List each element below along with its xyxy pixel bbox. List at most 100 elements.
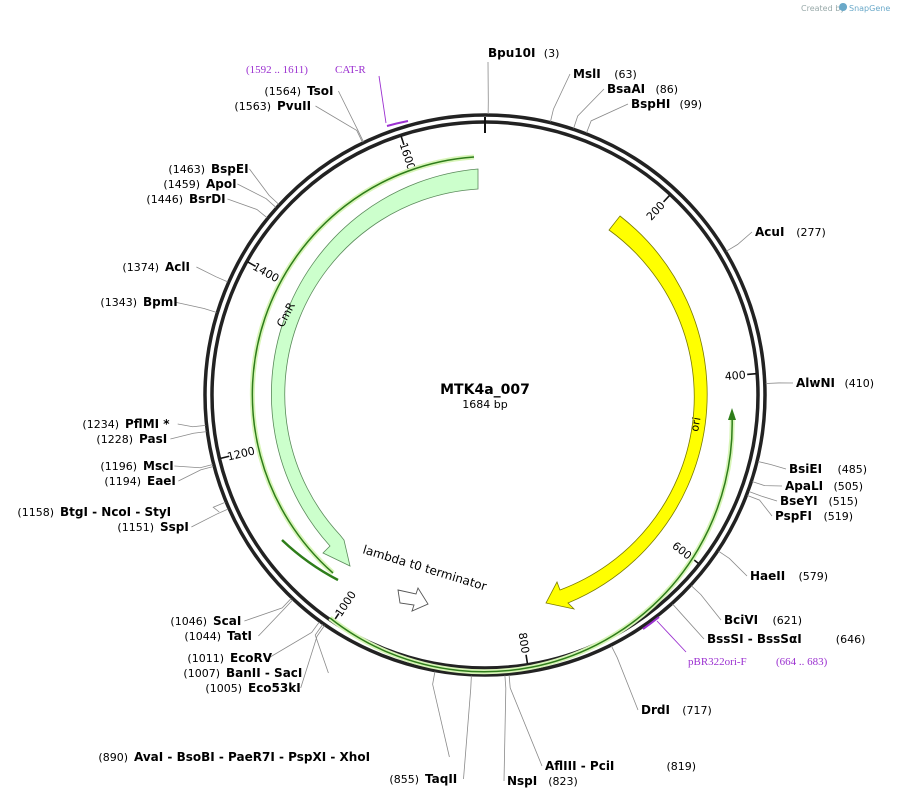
restriction-site[interactable]: AflIII - PciI(819) [508, 674, 697, 773]
site-leader-line [315, 105, 363, 143]
site-leader-line [174, 464, 213, 469]
restriction-site[interactable]: DrdI(717) [610, 645, 712, 717]
site-leader-line [586, 103, 629, 134]
enzyme-position: (717) [682, 704, 712, 717]
site-leader-line [268, 621, 320, 659]
enzyme-position: (410) [845, 377, 875, 390]
enzyme-position: (99) [680, 98, 703, 111]
enzyme-position: (1563) [234, 100, 271, 113]
restriction-site[interactable]: (1046) ScaI [170, 598, 292, 628]
enzyme-name: MscI [143, 459, 174, 473]
enzyme-position: (277) [796, 226, 826, 239]
restriction-site[interactable]: (1007)BanII - SacI [183, 624, 329, 680]
primer-cat-r-label: CAT-R [335, 64, 366, 76]
enzyme-name: Bpu10I [488, 46, 535, 60]
enzyme-name: PasI [139, 432, 167, 446]
enzyme-name: BspEI [211, 162, 249, 176]
site-leader-line [752, 481, 783, 487]
primer-cat-r[interactable]: (1592 .. 1611) CAT-R [246, 64, 409, 127]
restriction-site[interactable]: NspI(823) [503, 675, 578, 788]
tick-mark [400, 136, 405, 146]
restriction-site[interactable]: BseYI(515) [748, 491, 858, 508]
primer-pbr322ori-f[interactable]: pBR322ori-F (664 .. 683) [642, 616, 828, 668]
enzyme-name: ScaI [213, 614, 241, 628]
enzyme-position: (855) [389, 773, 419, 786]
enzyme-position: (1194) [104, 475, 141, 488]
feature-ori-label: ori [688, 416, 703, 432]
enzyme-position: (646) [836, 633, 866, 646]
enzyme-name: SspI [160, 520, 189, 534]
restriction-site[interactable]: (1563)PvuII [234, 99, 363, 143]
restriction-site[interactable]: (890)AvaI - BsoBI - PaeR7I - PspXI - Xho… [98, 671, 450, 764]
site-leader-line [300, 625, 325, 689]
site-leader-line [170, 431, 207, 440]
site-leader-line [748, 491, 778, 502]
enzyme-name: TatI [227, 629, 252, 643]
restriction-site[interactable]: Bpu10I(3) [487, 46, 559, 115]
tick-label: 1400 [250, 260, 281, 285]
restriction-site[interactable]: (1374)AclI [122, 260, 228, 283]
enzyme-position: (1044) [184, 630, 221, 643]
enzyme-position: (1234) [82, 418, 119, 431]
restriction-site[interactable]: HaeII(579) [718, 550, 829, 583]
restriction-site[interactable]: (1228)PasI [96, 431, 207, 446]
credit-brand[interactable]: SnapGene [849, 4, 890, 13]
restriction-site[interactable]: (1158)BtgI - NcoI - StyI [17, 501, 226, 519]
enzyme-position: (890) [98, 751, 128, 764]
tick-label: 1200 [226, 444, 256, 463]
site-leader-line [212, 501, 226, 513]
restriction-site[interactable]: (1446)BsrDI [146, 192, 268, 219]
enzyme-name: EcoRV [230, 651, 273, 665]
restriction-site[interactable]: AlwNI(410) [765, 376, 875, 390]
site-leader-line [503, 675, 507, 782]
restriction-site[interactable]: BsaAI(86) [573, 82, 679, 129]
site-leader-line [610, 645, 639, 711]
site-leader-line [237, 183, 277, 208]
restriction-site[interactable]: BciVI(621) [691, 585, 802, 627]
restriction-site[interactable]: (1196) MscI [100, 459, 213, 473]
enzyme-name: BtgI - NcoI - StyI [60, 505, 171, 519]
restriction-site[interactable]: MslI(63) [550, 67, 637, 122]
tick-mark [247, 261, 257, 268]
restriction-site[interactable]: (1011)EcoRV [187, 621, 320, 665]
site-leader-line [463, 675, 472, 780]
enzyme-position: (1196) [100, 460, 137, 473]
tick-mark [525, 654, 529, 664]
restriction-site[interactable]: (1044) TatI [184, 599, 293, 643]
feature-lambda-t0-terminator[interactable]: lambda t0 terminator [361, 542, 488, 612]
plasmid-size: 1684 bp [462, 398, 507, 411]
site-leader-line [573, 88, 605, 129]
backbone-outer-ring [203, 113, 767, 677]
site-leader-line [765, 382, 794, 384]
restriction-site[interactable]: (1194)EaeI [104, 466, 214, 488]
tick-mark [220, 455, 230, 460]
restriction-site[interactable]: ApaLI(505) [752, 479, 863, 493]
restriction-site[interactable]: BssSI - BssSαI(646) [672, 603, 866, 646]
restriction-site[interactable]: PspFI(519) [747, 495, 853, 523]
restriction-site[interactable]: BspHI (99) [586, 97, 703, 134]
credit-created-by: Created by [801, 4, 845, 13]
restriction-site[interactable]: (1459)ApoI [163, 177, 277, 208]
restriction-site[interactable]: (1234) PflMI * [82, 417, 206, 431]
restriction-site[interactable]: AcuI(277) [726, 225, 826, 252]
enzyme-position: (819) [667, 760, 697, 773]
restriction-site[interactable]: (1343)BpmI [100, 295, 217, 313]
feature-ori[interactable]: ori [545, 215, 708, 610]
primer-pbr322ori-f-label: pBR322ori-F [688, 656, 747, 668]
feature-cmr[interactable]: CmR [271, 168, 479, 567]
restriction-site[interactable]: (1564)TsoI [264, 84, 364, 142]
restriction-site[interactable]: BsiEI(485) [757, 461, 867, 476]
enzyme-position: (63) [614, 68, 637, 81]
enzyme-position: (1046) [170, 615, 207, 628]
primer-cat-r-range: (1592 .. 1611) [246, 64, 308, 76]
enzyme-name: BspHI [631, 97, 670, 111]
restriction-site[interactable]: (1463)BspEI [168, 162, 279, 205]
site-leader-line [178, 466, 214, 482]
restriction-site[interactable]: (855)TaqII [389, 675, 472, 786]
enzyme-position: (1151) [117, 521, 154, 534]
restriction-site[interactable]: (1005)Eco53kI [205, 625, 325, 695]
restriction-site[interactable]: (1151) SspI [117, 508, 229, 534]
enzyme-position: (86) [656, 83, 679, 96]
enzyme-position: (1564) [264, 85, 301, 98]
enzyme-name: PflMI * [125, 417, 170, 431]
